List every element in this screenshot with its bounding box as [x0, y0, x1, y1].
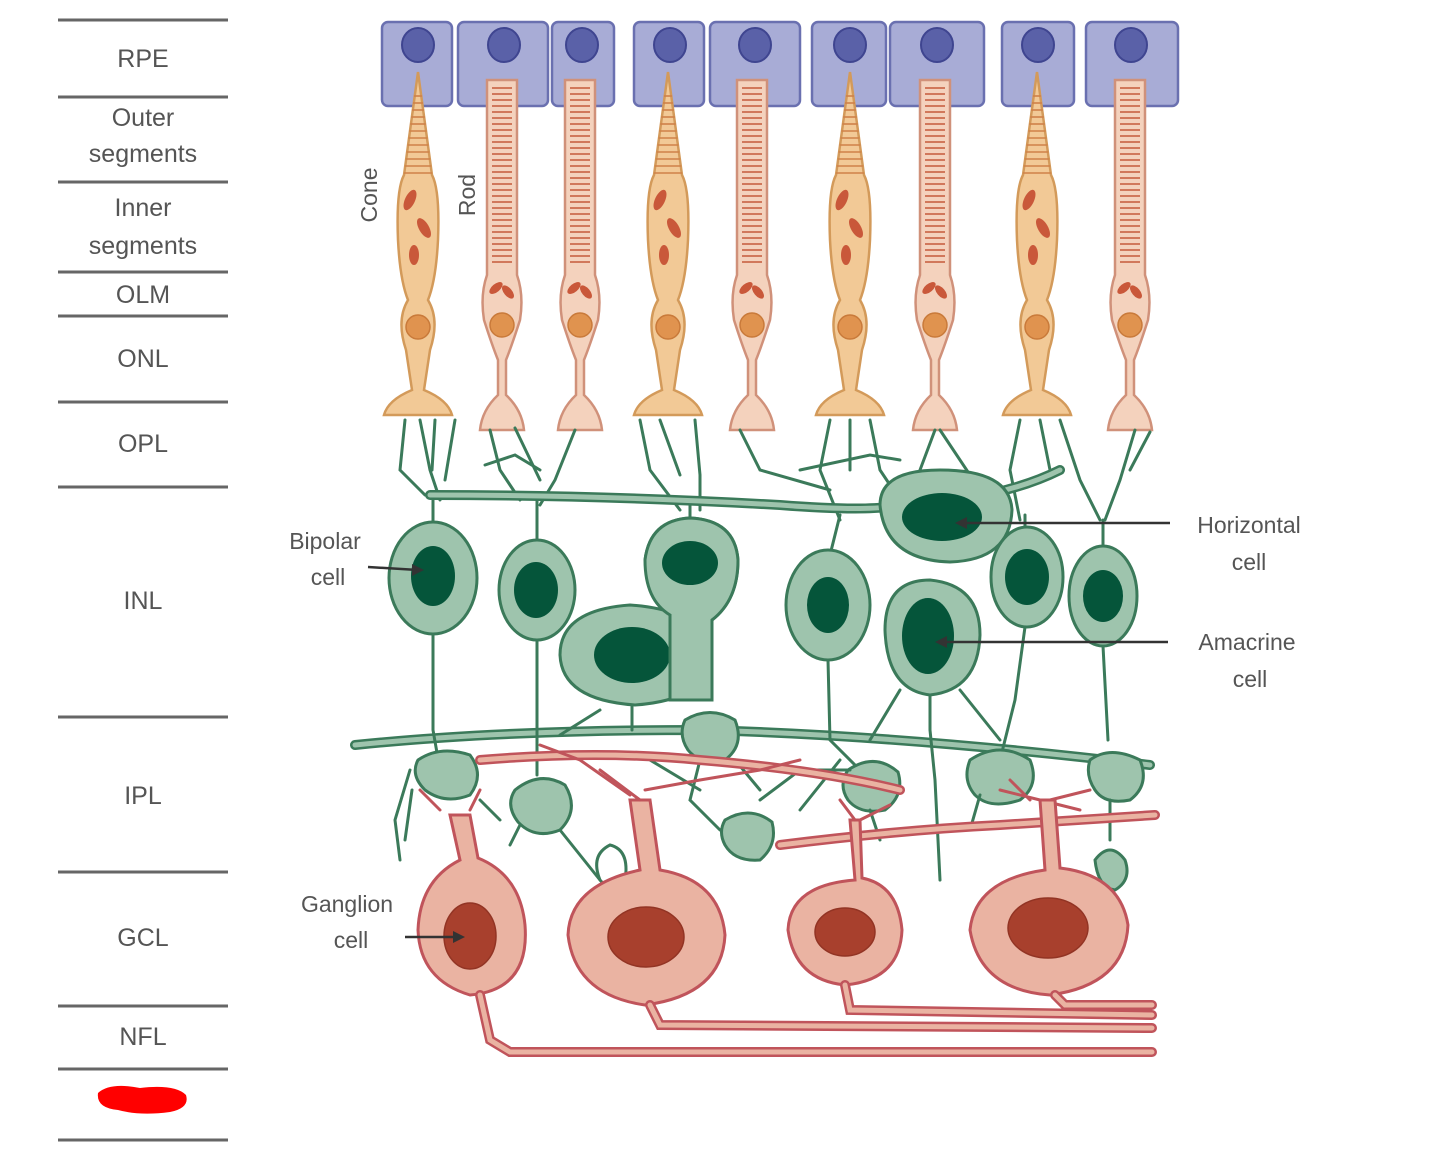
- rpe-nucleus: [401, 27, 435, 63]
- layer-label-inl: INL: [124, 587, 163, 615]
- rpe-nucleus: [565, 27, 599, 63]
- ganglion-cell-4: [968, 778, 1157, 1010]
- layer-label-inner-segments-2: segments: [89, 232, 197, 260]
- cone-photoreceptor: [814, 71, 886, 417]
- amacrine-label-line2: cell: [1233, 666, 1268, 692]
- rpe-cell: [380, 20, 454, 108]
- layer-label-nfl: NFL: [119, 1023, 166, 1051]
- horizontal-cell-nucleus: [902, 493, 982, 541]
- amacrine-arrowhead: [935, 636, 947, 648]
- ganglion-cell-2: [566, 768, 1157, 1033]
- rpe-cell: [1000, 20, 1076, 108]
- rpe-nucleus: [487, 27, 521, 63]
- amacrine-cell-2: [868, 578, 1002, 882]
- photoreceptor-layer: [382, 71, 1154, 432]
- bipolar-cell-2: [497, 498, 602, 882]
- bipolar-cell-4: [784, 513, 902, 842]
- ganglion-label-line2: cell: [334, 927, 369, 953]
- rpe-cell: [888, 20, 986, 108]
- horizontal-label-line1: Horizontal: [1197, 512, 1301, 538]
- bipolar-arrowhead: [412, 564, 424, 576]
- layer-label-rpe: RPE: [117, 45, 168, 73]
- horizontal-label-line2: cell: [1232, 549, 1267, 575]
- layer-label-opl: OPL: [118, 430, 168, 458]
- bipolar-arrow: [367, 565, 419, 572]
- bipolar-cell-5: [965, 513, 1065, 832]
- inner-neuron-layer: [350, 418, 1155, 892]
- redaction-mark: [97, 1085, 187, 1114]
- rod-photoreceptor: [478, 78, 526, 432]
- rpe-nucleus: [1114, 27, 1148, 63]
- rod-photoreceptor: [728, 78, 776, 432]
- layer-dividers: [58, 18, 228, 1142]
- rod-photoreceptor: [911, 78, 959, 432]
- ganglion-label-line1: Ganglion: [301, 891, 393, 917]
- horizontal-cell: [878, 468, 1014, 564]
- cone-label: Cone: [356, 168, 382, 223]
- layer-label-outer-segments-2: segments: [89, 140, 197, 168]
- ganglion-cell-1: [416, 813, 1157, 1057]
- cone-photoreceptor: [1001, 71, 1073, 417]
- rpe-nucleus: [1021, 27, 1055, 63]
- bipolar-label-line1: Bipolar: [289, 528, 361, 554]
- layer-label-olm: OLM: [116, 281, 170, 309]
- rpe-nucleus: [833, 27, 867, 63]
- horizontal-arrowhead: [955, 517, 967, 529]
- ganglion-layer: [416, 743, 1160, 1057]
- rpe-layer: [380, 20, 1180, 108]
- layer-label-onl: ONL: [117, 345, 169, 373]
- rpe-nucleus: [738, 27, 772, 63]
- amacrine-label-line1: Amacrine: [1198, 629, 1295, 655]
- rpe-cell: [456, 20, 550, 108]
- rod-photoreceptor: [1106, 78, 1154, 432]
- rpe-cell: [632, 20, 706, 108]
- ganglion-arrowhead: [453, 931, 465, 943]
- rpe-nucleus: [653, 27, 687, 63]
- layer-label-gcl: GCL: [117, 924, 169, 952]
- rod-photoreceptor: [556, 78, 604, 432]
- bipolar-cell-6: [1067, 518, 1145, 892]
- annotations: Cone Rod Bipolar cell Horizontal cell Am…: [289, 168, 1301, 953]
- rpe-cell: [1084, 20, 1180, 108]
- rod-label: Rod: [454, 174, 480, 216]
- layer-label-outer-segments-1: Outer: [112, 104, 175, 132]
- layer-label-inner-segments-1: Inner: [115, 194, 172, 222]
- bipolar-cell-1: [387, 498, 479, 862]
- layer-label-ipl: IPL: [124, 782, 162, 810]
- ganglion-cell-3: [786, 798, 1157, 1020]
- bipolar-label-line2: cell: [311, 564, 346, 590]
- cone-photoreceptor: [382, 71, 454, 417]
- cone-photoreceptor: [632, 71, 704, 417]
- bipolar-cell-3: [643, 503, 775, 862]
- layer-labels: RPE Outer segments Inner segments OLM ON…: [89, 45, 197, 1051]
- rpe-nucleus: [920, 27, 954, 63]
